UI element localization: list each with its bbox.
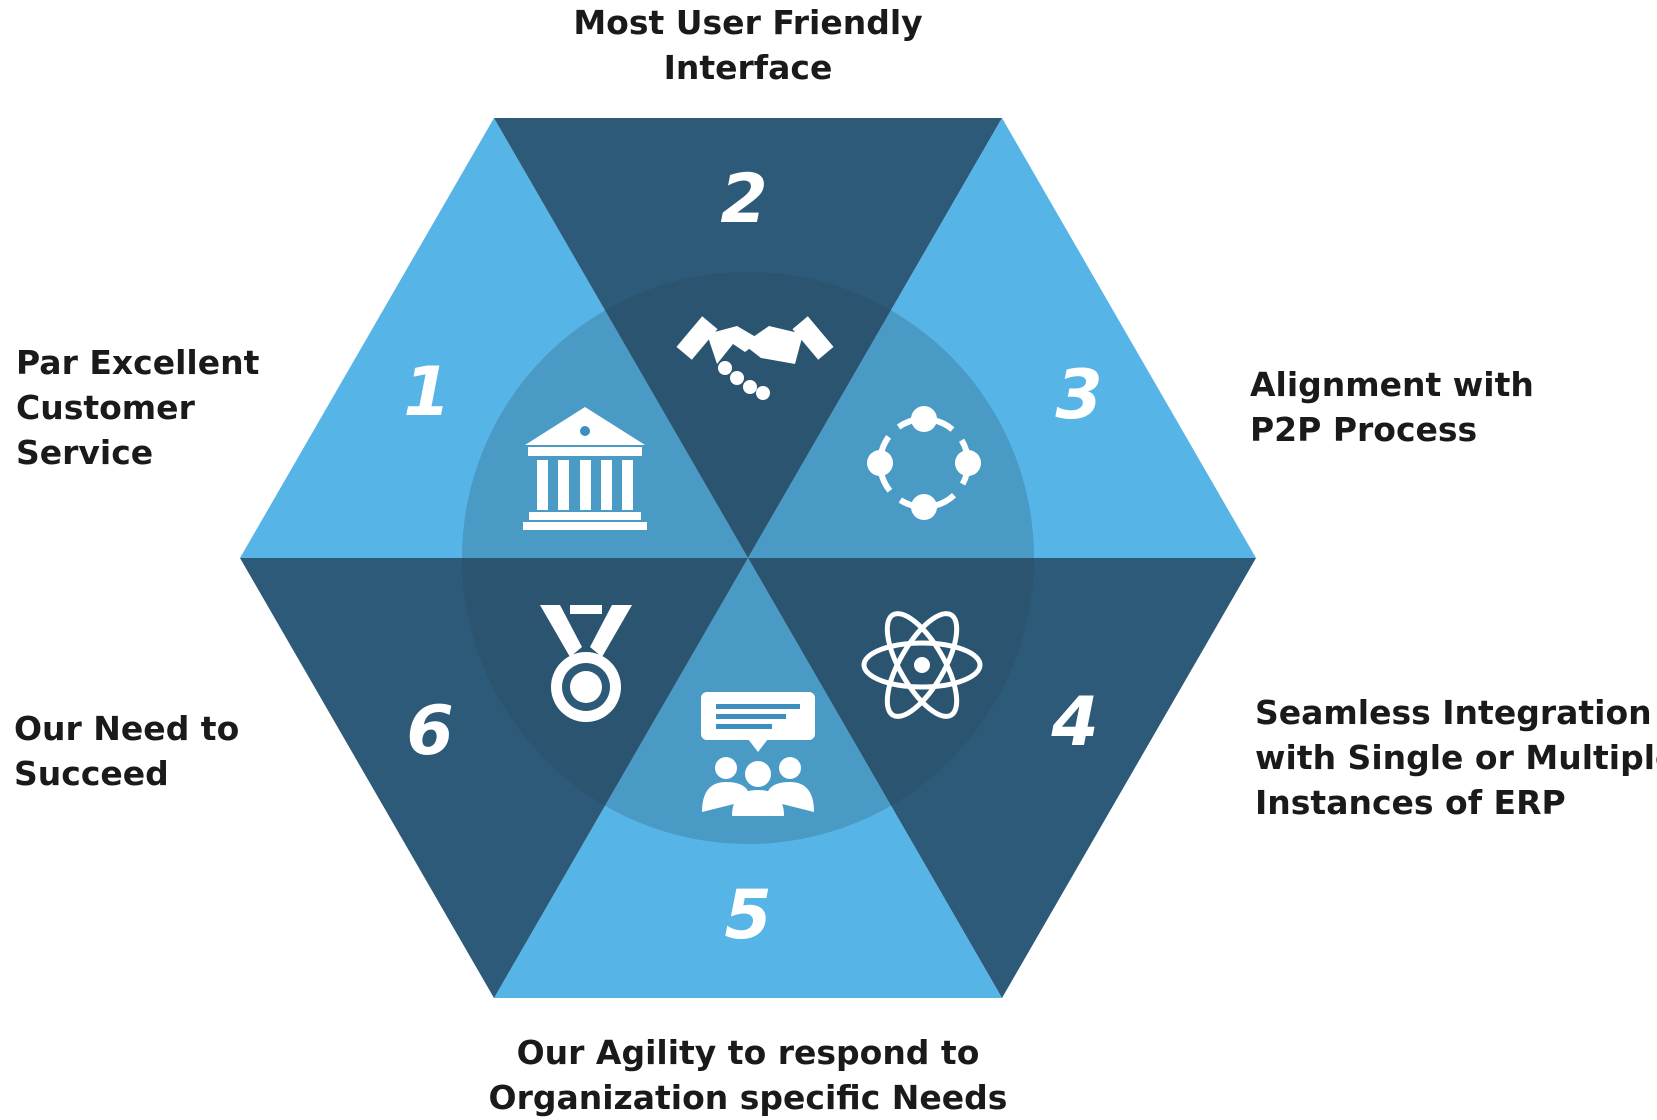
caption-line: Instances of ERP — [1255, 783, 1566, 822]
segment-2-caption: Most User Friendly Interface — [548, 0, 948, 90]
caption-line: Interface — [663, 48, 833, 87]
segment-6-number: 6 — [406, 692, 453, 771]
caption-line: with Single or Multiple — [1255, 738, 1657, 777]
segment-3-number: 3 — [1055, 356, 1102, 435]
caption-line: Customer — [16, 388, 195, 427]
handshake-icon — [676, 316, 834, 400]
caption-line: Most User Friendly — [573, 3, 923, 42]
caption-line: Seamless Integration — [1255, 693, 1652, 732]
caption-line: Our Need to — [14, 709, 240, 748]
segment-2-number: 2 — [720, 160, 767, 239]
caption-line: Our Agility to respond to — [516, 1033, 980, 1072]
segment-6-caption: Our Need to Succeed — [14, 706, 239, 796]
medal-icon — [540, 605, 632, 722]
segment-4-number: 4 — [1050, 683, 1098, 762]
caption-line: Alignment with — [1250, 365, 1534, 404]
caption-line: Par Excellent — [16, 343, 260, 382]
segment-3-triangle — [748, 118, 1256, 558]
caption-line: Organization specific Needs — [488, 1078, 1008, 1117]
atom-icon — [861, 611, 983, 719]
segment-1-caption: Par Excellent Customer Service — [16, 340, 259, 475]
segment-5-number: 5 — [724, 876, 771, 955]
bank-building-icon — [523, 407, 647, 530]
segment-5-caption: Our Agility to respond to Organization s… — [448, 1030, 1048, 1120]
segment-1-number: 1 — [403, 353, 450, 432]
cycle-nodes-icon — [867, 406, 981, 520]
caption-line: P2P Process — [1250, 410, 1478, 449]
center-circle — [462, 272, 1034, 844]
segment-4-caption: Seamless Integration with Single or Mult… — [1255, 690, 1657, 825]
team-discussion-icon — [701, 692, 815, 816]
caption-line: Service — [16, 433, 154, 472]
segment-3-caption: Alignment with P2P Process — [1250, 362, 1534, 452]
caption-line: Succeed — [14, 754, 169, 793]
segment-4-triangle — [748, 558, 1256, 998]
segment-6-triangle — [240, 558, 748, 998]
